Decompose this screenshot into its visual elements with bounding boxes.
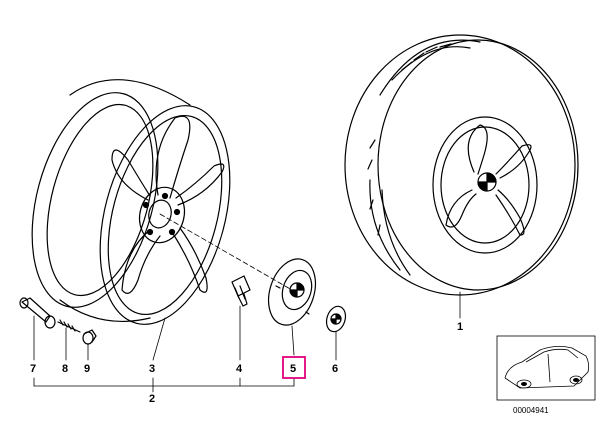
leader-lines	[33, 213, 461, 393]
valve-core[interactable]	[57, 319, 81, 333]
callout-light-alloy-rim[interactable]: 3	[149, 363, 155, 375]
callout-valve[interactable]: 7	[30, 363, 36, 375]
valve-cap[interactable]	[82, 329, 97, 345]
callout-hub-cap[interactable]: 5	[290, 363, 296, 375]
callout-valve-cap[interactable]: 9	[84, 363, 90, 375]
highlight-box	[282, 356, 306, 379]
callout-wheel-bolt[interactable]: 4	[236, 363, 243, 375]
callout-emblem[interactable]: 6	[332, 363, 338, 375]
light-alloy-rim[interactable]	[11, 79, 252, 339]
reference-number: 00004941	[513, 406, 549, 415]
valve[interactable]	[19, 297, 56, 329]
wheel-bolt[interactable]	[231, 275, 251, 307]
callout-labels: 1 2 3 4 5 6 7 8 9	[30, 321, 463, 405]
vehicle-locator-thumbnail: 00004941	[496, 335, 596, 415]
hub-cap[interactable]	[261, 253, 324, 331]
callout-wheel-set[interactable]: 2	[149, 393, 155, 405]
tire-wheel-assembly[interactable]	[344, 34, 579, 296]
car-silhouette-icon	[504, 346, 590, 389]
emblem[interactable]	[323, 304, 348, 334]
callout-tire-wheel-assembly[interactable]: 1	[457, 321, 463, 333]
callout-valve-core[interactable]: 8	[62, 363, 68, 375]
